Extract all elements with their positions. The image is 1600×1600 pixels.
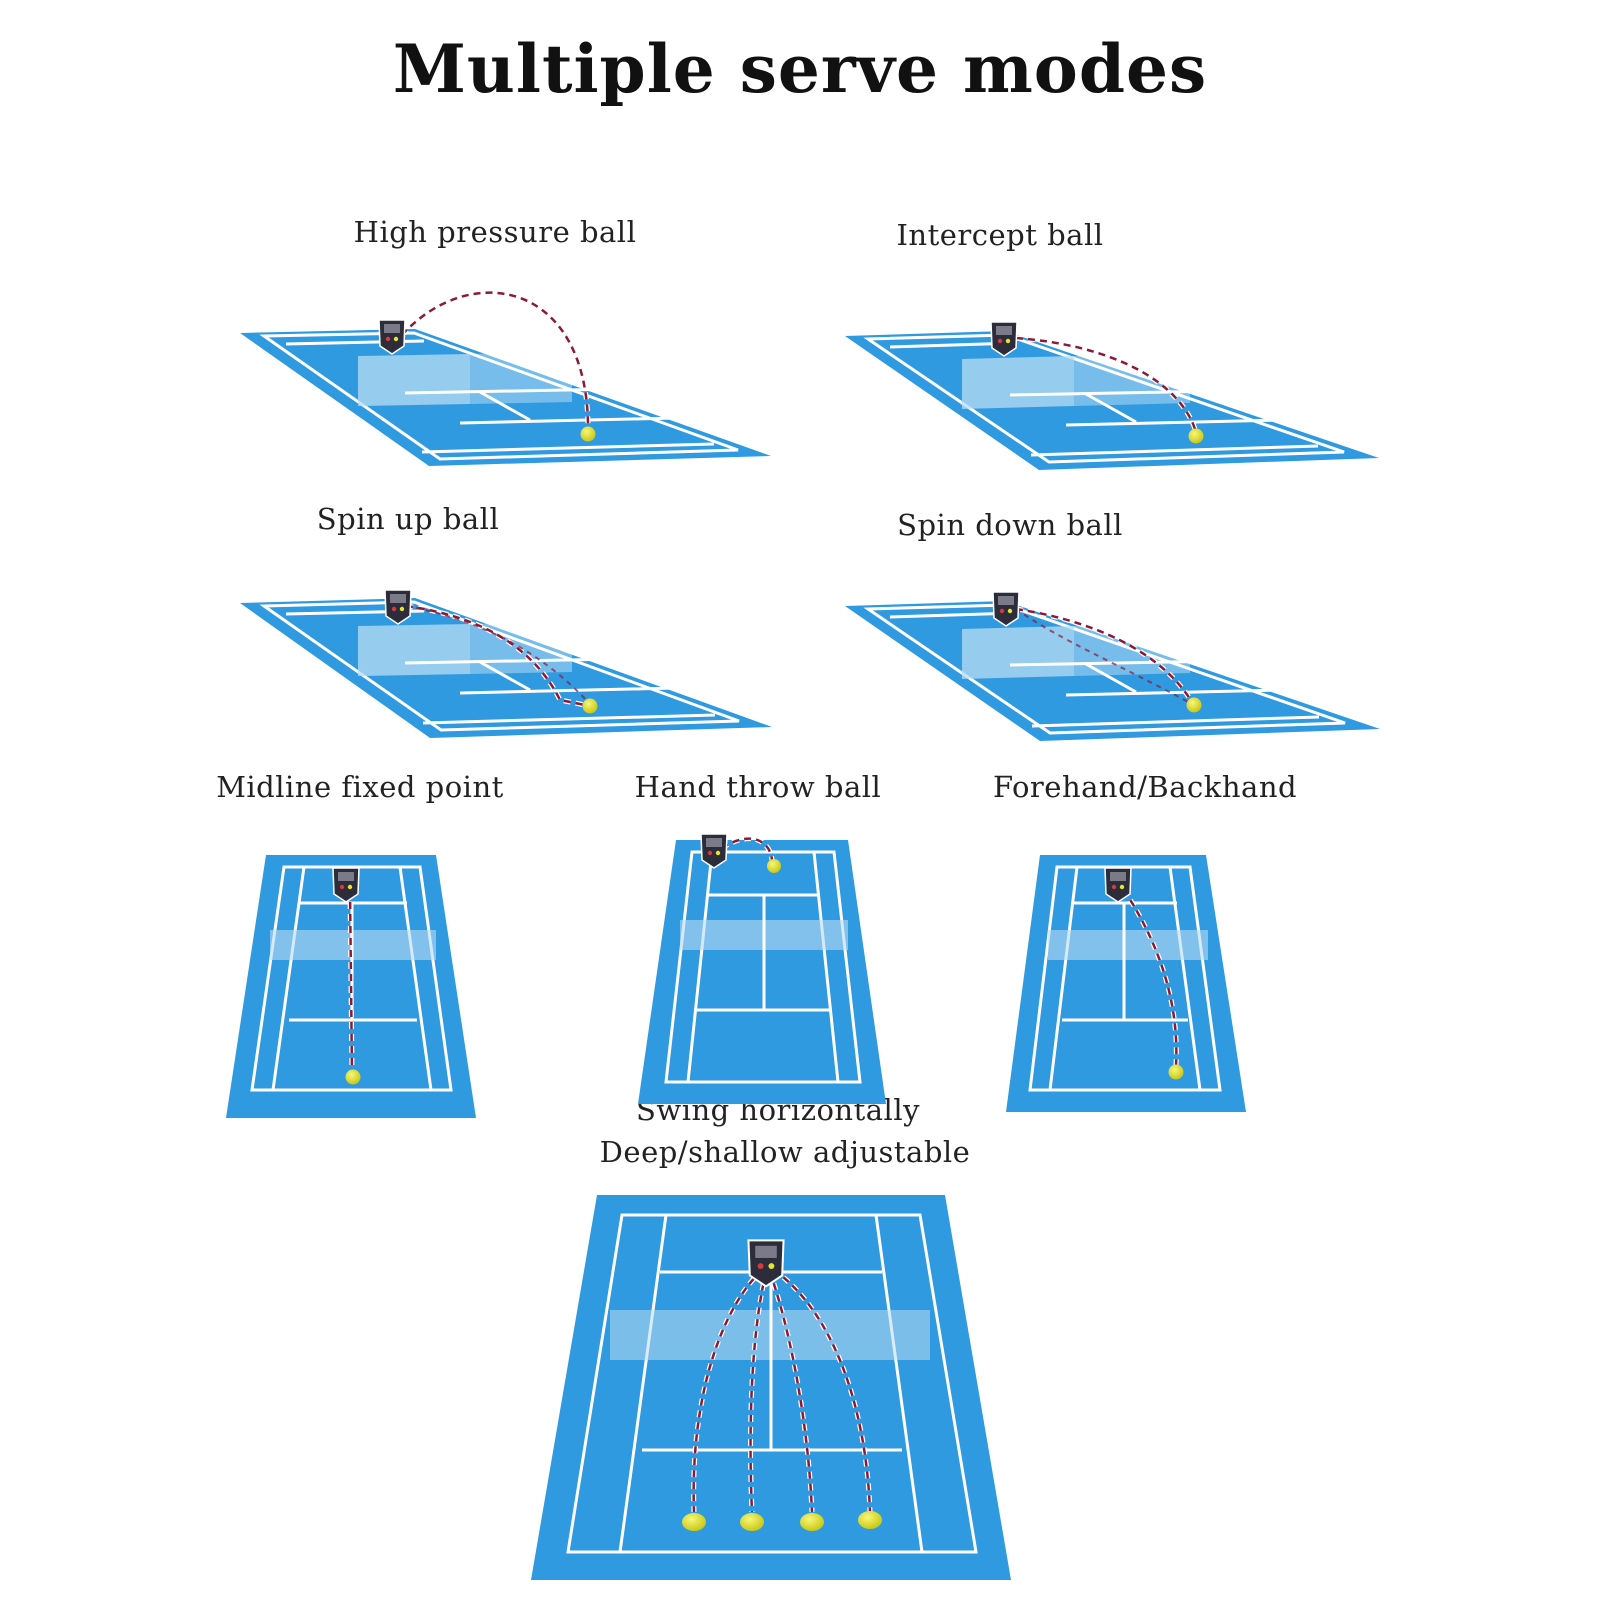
label-intercept-ball: Intercept ball <box>896 218 1104 252</box>
court-swing-horizontally <box>531 1195 1011 1580</box>
court-spin-up-ball <box>240 589 772 738</box>
tennis-ball-icon <box>682 1513 706 1531</box>
tennis-ball-icon <box>345 1069 361 1085</box>
court-high-pressure-ball <box>240 290 771 466</box>
tennis-ball-icon <box>580 426 596 442</box>
page-title: Multiple serve modes <box>392 30 1208 108</box>
court-forehand-backhand <box>1006 855 1246 1112</box>
tennis-ball-icon <box>582 698 598 714</box>
court-intercept-ball <box>845 321 1379 470</box>
tennis-ball-icon <box>800 1513 824 1531</box>
tennis-ball-icon <box>1186 697 1202 713</box>
label-hand-throw-ball: Hand throw ball <box>634 770 882 804</box>
label-deep-shallow-adjustable: Deep/shallow adjustable <box>599 1135 971 1169</box>
court-midline-fixed-point <box>226 855 476 1118</box>
label-spin-up-ball: Spin up ball <box>316 502 500 536</box>
label-spin-down-ball: Spin down ball <box>897 508 1123 542</box>
tennis-ball-icon <box>767 859 781 873</box>
tennis-ball-icon <box>858 1511 882 1529</box>
label-high-pressure-ball: High pressure ball <box>353 215 637 249</box>
tennis-ball-icon <box>740 1513 764 1531</box>
tennis-ball-icon <box>1168 1064 1184 1080</box>
label-midline-fixed-point: Midline fixed point <box>216 770 504 804</box>
court-hand-throw-ball <box>638 833 886 1104</box>
court-spin-down-ball <box>845 591 1380 741</box>
label-forehand-backhand: Forehand/Backhand <box>992 770 1298 804</box>
tennis-ball-icon <box>1188 428 1204 444</box>
